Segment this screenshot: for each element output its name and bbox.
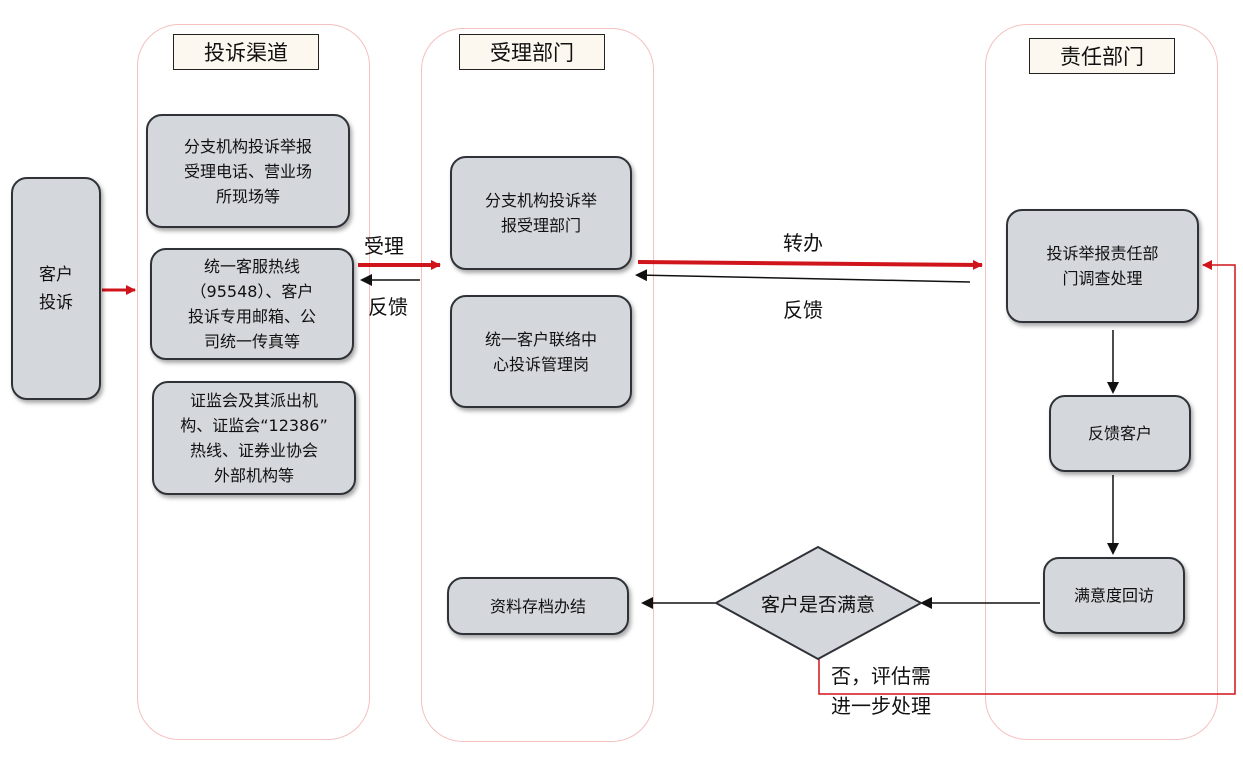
arrow-transfer [637, 259, 983, 270]
label-transfer: 转办 [783, 231, 823, 255]
label-feedback-2: 反馈 [783, 298, 823, 322]
decision-label: 客户是否满意 [760, 593, 875, 616]
decision-diamond [713, 545, 924, 661]
accept-center-node: 统一客户联络中 心投诉管理岗 [450, 295, 632, 408]
feedback-customer-node: 反馈客户 [1049, 395, 1191, 472]
channel-hotline-node: 统一客服热线 （95548）、客户 投诉专用邮箱、公 司统一传真等 [150, 248, 354, 360]
label-not-satisfied: 否，评估需 进一步处理 [831, 664, 931, 718]
arrow-feedback-2 [635, 269, 971, 283]
lane-title-responsible: 责任部门 [1029, 38, 1175, 74]
customer-complaint-node: 客户 投诉 [11, 177, 101, 400]
lane-title-accept: 受理部门 [459, 34, 605, 70]
channel-branch-phone-node: 分支机构投诉举报 受理电话、营业场 所现场等 [146, 114, 350, 228]
archive-node: 资料存档办结 [447, 577, 629, 635]
satisfaction-revisit-node: 满意度回访 [1043, 557, 1185, 634]
arrow-no-loop [818, 260, 1236, 695]
accept-branch-node: 分支机构投诉举 报受理部门 [450, 156, 632, 270]
investigate-node: 投诉举报责任部 门调查处理 [1006, 209, 1199, 323]
channel-external-node: 证监会及其派出机 构、证监会“12386” 热线、证券业协会 外部机构等 [152, 381, 356, 495]
label-accept: 受理 [364, 234, 404, 258]
lane-title-channel: 投诉渠道 [173, 34, 319, 70]
label-feedback-1: 反馈 [368, 295, 408, 319]
